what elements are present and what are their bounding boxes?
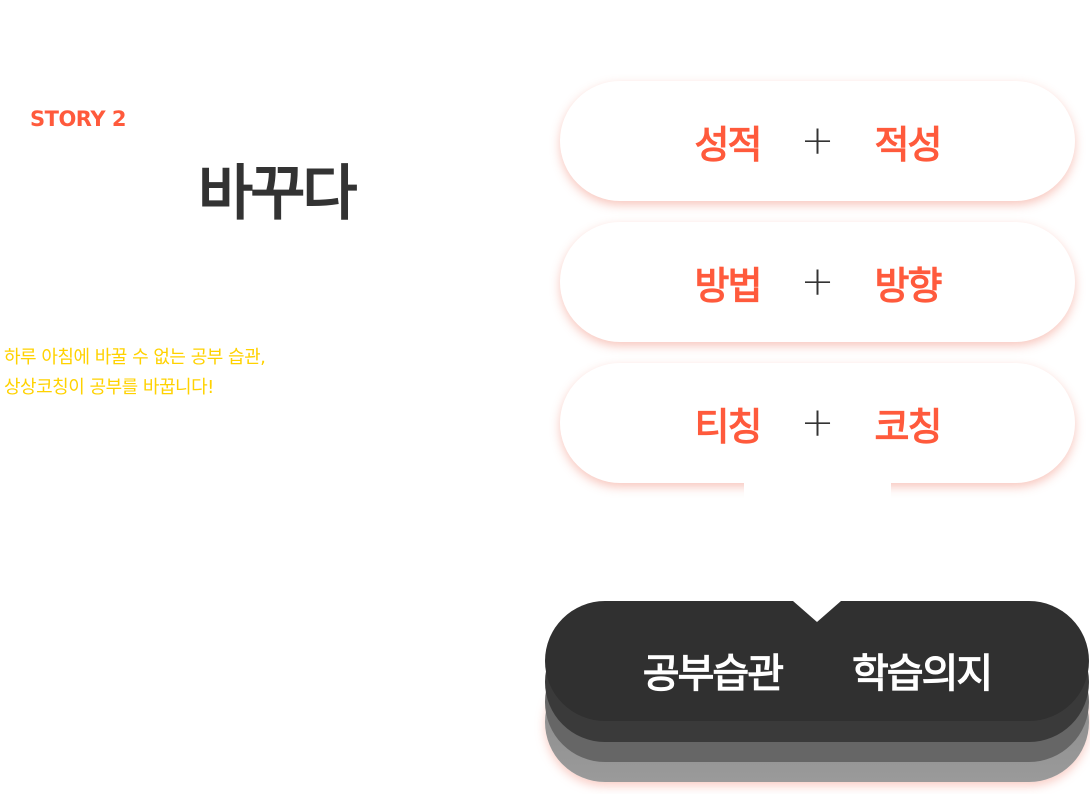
connector [744, 470, 891, 502]
pill-right-word: 방향 [874, 263, 943, 308]
pill-grade-aptitude: 성적 + 적성 [560, 81, 1075, 201]
pill-left-word: 티칭 [694, 404, 763, 449]
description-line: 하루 아침에 바꿀 수 없는 공부 습관, [4, 347, 266, 368]
page-title: 바꾸다 [198, 159, 358, 229]
plus-icon: + [800, 118, 835, 164]
pill-left-word: 방법 [694, 263, 763, 308]
pill-method-direction: 방법 + 방향 [560, 222, 1075, 342]
pill-left-word: 성적 [694, 122, 763, 167]
plus-icon: + [800, 259, 835, 305]
pill-right-word: 코칭 [874, 404, 943, 449]
plus-icon: + [800, 400, 835, 446]
result-right-word: 학습의지 [852, 651, 993, 697]
description-line: 상상코칭이 공부를 바꿉니다! [4, 377, 214, 398]
pill-right-word: 적성 [874, 122, 943, 167]
story-label: STORY 2 [30, 107, 126, 131]
description: 하루 아침에 바꿀 수 없는 공부 습관, 상상코칭이 공부를 바꿉니다! [4, 343, 266, 403]
notch-arrow-icon [793, 601, 841, 622]
pill-teaching-coaching: 티칭 + 코칭 [560, 363, 1075, 483]
result-left-word: 공부습관 [642, 651, 784, 697]
